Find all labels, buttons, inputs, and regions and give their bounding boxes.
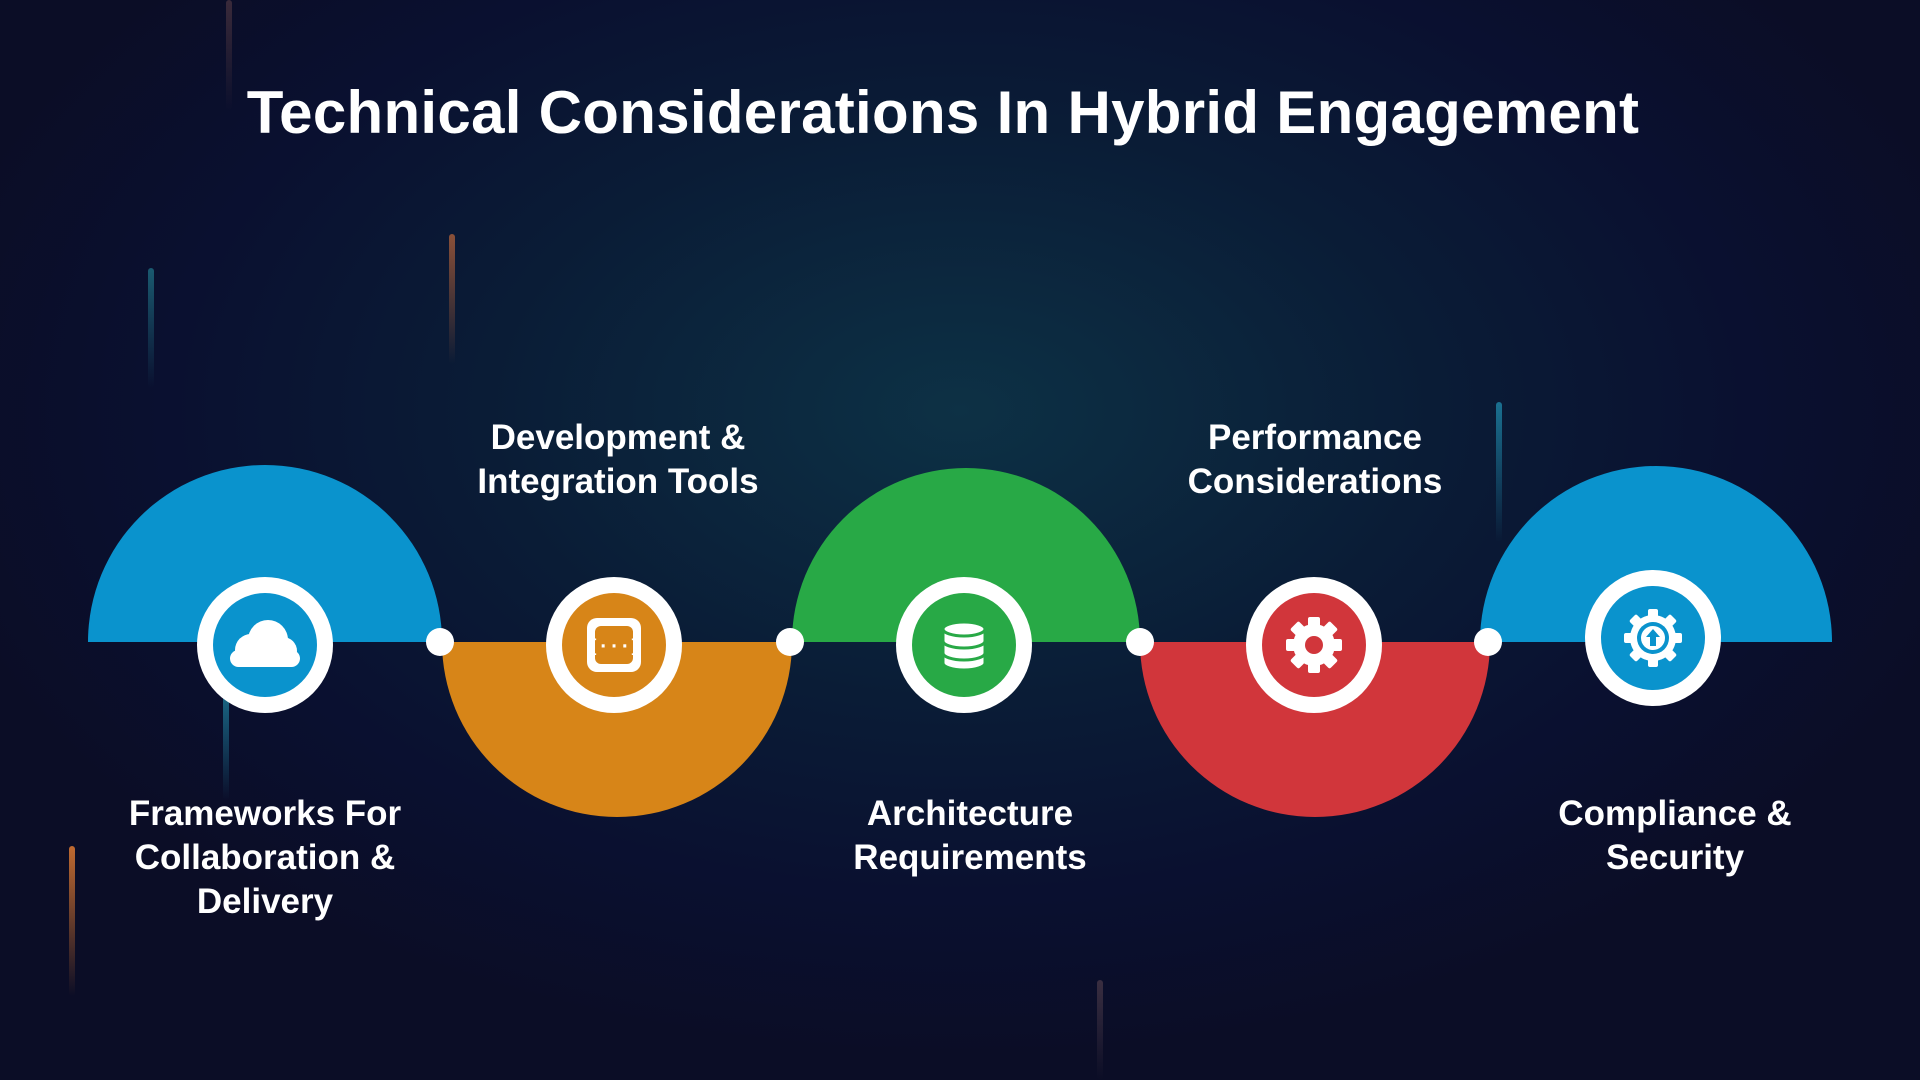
page-title: Technical Considerations In Hybrid Engag… <box>246 79 1640 146</box>
stage-4-label: Performance Considerations <box>1187 418 1443 501</box>
stage-1-label: Frameworks For Collaboration & Delivery <box>128 794 402 921</box>
stage-2-label: Development & Integration Tools <box>477 418 759 501</box>
stage-3-segment <box>792 468 1140 642</box>
background-streak <box>223 690 229 800</box>
background-streak <box>1097 980 1103 1080</box>
stage-2-icon-badge: {···} <box>546 577 682 713</box>
stage-1-icon-badge <box>197 577 333 713</box>
background-streak <box>69 846 75 996</box>
background-streak <box>1496 402 1502 542</box>
connector-dot <box>776 628 804 656</box>
stage-3-icon-badge <box>896 577 1032 713</box>
database-icon <box>941 620 987 672</box>
svg-text:{···}: {···} <box>587 636 641 657</box>
background-streak <box>449 234 455 364</box>
background-streak <box>148 268 154 388</box>
connector-dot <box>1126 628 1154 656</box>
stage-3-label: Architecture Requirements <box>853 794 1087 877</box>
code-braces-icon: {···} <box>587 618 641 672</box>
connector-dot <box>426 628 454 656</box>
stage-4-segment <box>1140 642 1490 817</box>
stage-1-segment <box>88 465 442 642</box>
stage-5-label: Compliance & Security <box>1558 794 1792 877</box>
gear-upload-icon <box>1624 609 1682 667</box>
stage-5-icon-badge <box>1585 570 1721 706</box>
connector-dot <box>1474 628 1502 656</box>
cloud-icon <box>230 620 300 667</box>
stage-4-icon-badge <box>1246 577 1382 713</box>
gear-icon <box>1286 617 1342 673</box>
stage-2-segment <box>442 642 792 817</box>
background-streak <box>226 0 232 110</box>
stage-5-segment <box>1480 466 1832 642</box>
